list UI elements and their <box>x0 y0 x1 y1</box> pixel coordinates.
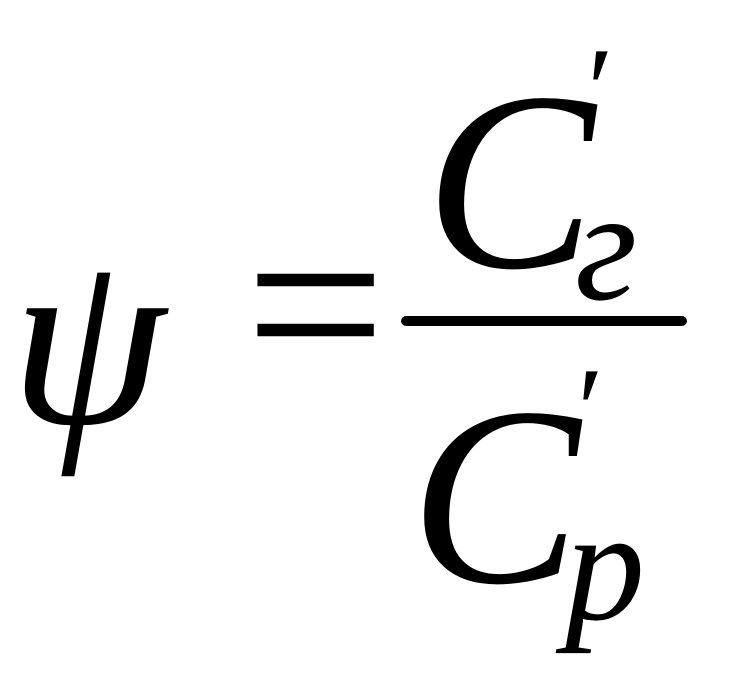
equals-sign: = <box>245 166 386 443</box>
formula-lhs-psi: ψ <box>10 201 166 478</box>
numerator-prime: ′ <box>580 23 607 156</box>
denominator-subscript: p <box>565 476 645 654</box>
denominator-base: C <box>410 356 581 638</box>
numerator-subscript: г <box>575 156 638 334</box>
denominator-prime: ′ <box>570 343 597 476</box>
fraction-bar <box>401 316 687 326</box>
numerator-base: C <box>425 41 596 323</box>
